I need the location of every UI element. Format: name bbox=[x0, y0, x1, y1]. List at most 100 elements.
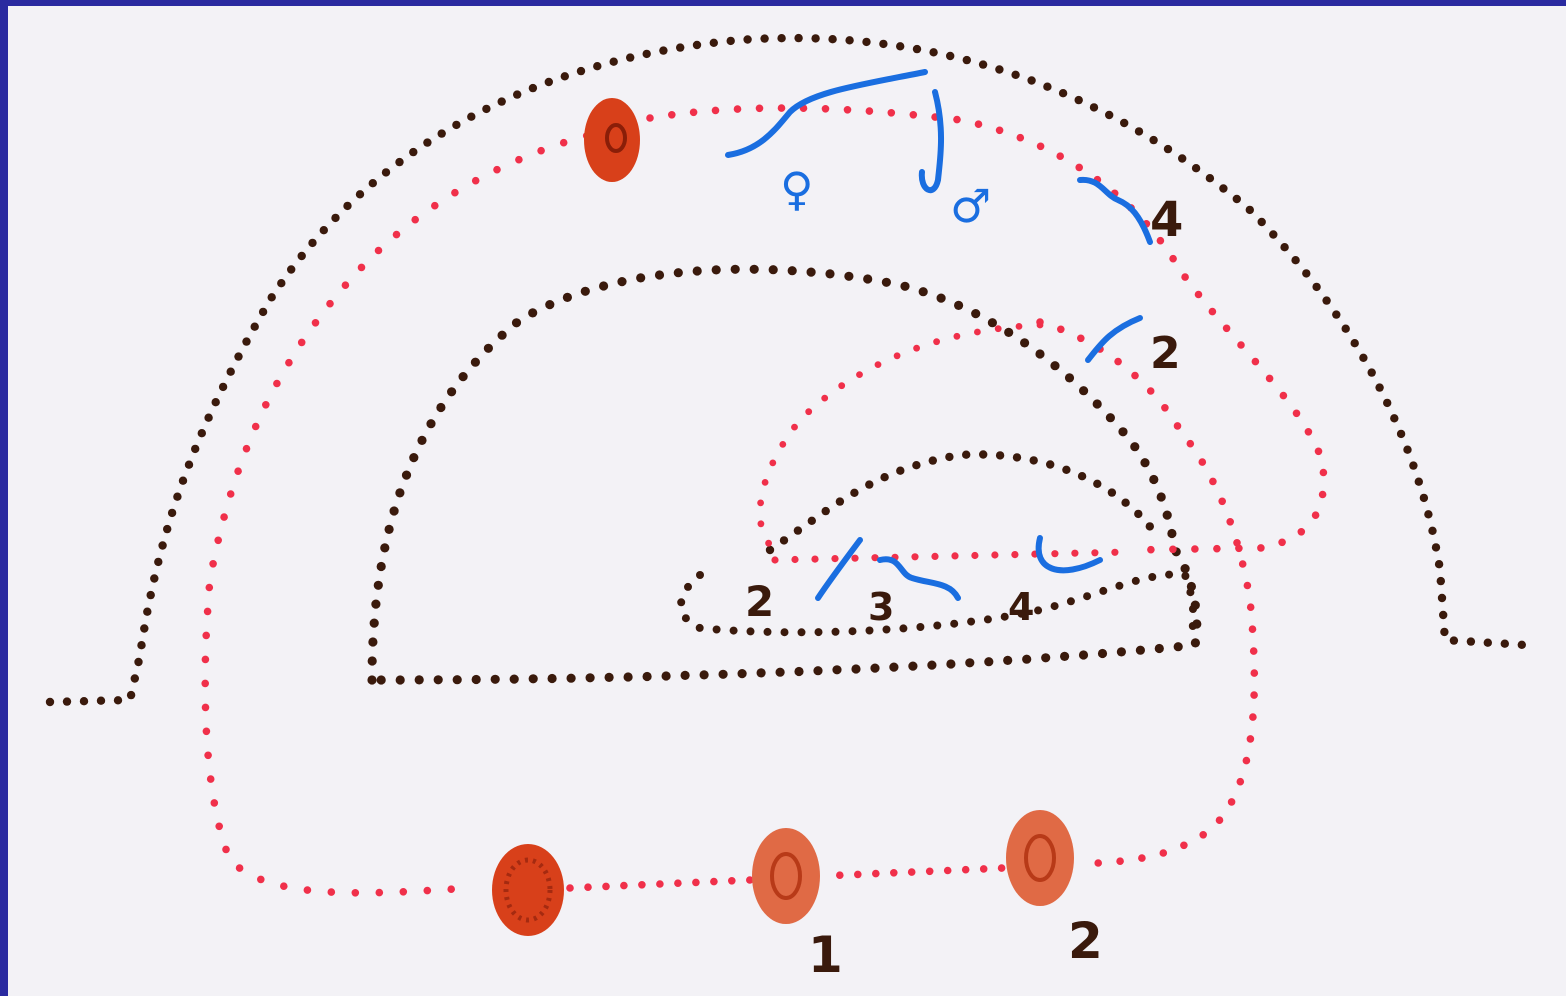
red-inner-right-path-dot bbox=[1247, 603, 1255, 611]
outer-dark-outline-dot bbox=[320, 226, 328, 234]
outer-dark-outline-dot bbox=[369, 179, 377, 187]
red-inner-right-path-dot bbox=[1239, 560, 1247, 568]
outer-dark-outline-dot bbox=[204, 414, 212, 422]
red-inner-line-dot bbox=[811, 556, 818, 563]
outer-dark-outline-dot bbox=[154, 558, 162, 566]
outer-dark-outline-dot bbox=[1424, 510, 1432, 518]
red-middle-arc-dot bbox=[765, 540, 772, 547]
middle-dark-outline-dot bbox=[1117, 647, 1126, 656]
red-inner-line-dot bbox=[911, 553, 918, 560]
inner-dark-loop-dot bbox=[1148, 573, 1156, 581]
middle-dark-outline-dot bbox=[371, 600, 380, 609]
red-outer-right-path bbox=[646, 104, 1327, 553]
middle-dark-outline-dot bbox=[662, 671, 671, 680]
red-inner-line-dot bbox=[1091, 549, 1098, 556]
red-left-path-dot bbox=[227, 490, 235, 498]
outer-dark-outline-dot bbox=[1390, 414, 1398, 422]
outer-dark-outline-dot bbox=[1149, 136, 1157, 144]
inner-dark-arch bbox=[766, 450, 1154, 554]
middle-dark-outline-dot bbox=[624, 672, 633, 681]
outer-dark-outline-dot bbox=[811, 34, 819, 42]
red-inner-line-dot bbox=[931, 553, 938, 560]
middle-dark-outline-dot bbox=[1118, 427, 1127, 436]
red-outer-right-path-dot bbox=[888, 109, 896, 117]
red-inner-right-path-dot bbox=[1228, 798, 1236, 806]
middle-dark-outline-dot bbox=[965, 658, 974, 667]
middle-dark-outline-dot bbox=[1149, 475, 1158, 484]
middle-dark-outline-dot bbox=[436, 403, 445, 412]
outer-dark-outline-dot bbox=[610, 58, 618, 66]
red-node-connectors-dot bbox=[584, 883, 592, 891]
middle-dark-outline-dot bbox=[844, 272, 853, 281]
outer-dark-outline-dot bbox=[242, 337, 250, 345]
red-outer-right-path-dot bbox=[1037, 143, 1045, 151]
outer-dark-outline-dot bbox=[331, 214, 339, 222]
red-left-path-dot bbox=[209, 560, 217, 568]
inner-dark-loop-dot bbox=[933, 622, 941, 630]
outer-dark-outline-dot bbox=[298, 252, 306, 260]
red-node-connectors-dot bbox=[728, 877, 736, 885]
outer-dark-outline-dot bbox=[1258, 218, 1266, 226]
red-left-path-dot bbox=[352, 889, 360, 897]
red-outer-right-path-dot bbox=[1280, 392, 1288, 400]
red-outer-right-path-dot bbox=[778, 104, 786, 112]
outer-dark-outline-dot bbox=[1206, 174, 1214, 182]
inner-dark-arch-dot bbox=[836, 497, 844, 505]
middle-dark-outline-dot bbox=[617, 277, 626, 286]
red-middle-arc-dot bbox=[995, 325, 1002, 332]
outer-dark-outline-dot bbox=[1439, 611, 1447, 619]
red-inner-right-path-dot bbox=[1160, 849, 1168, 857]
middle-dark-outline-dot bbox=[512, 318, 521, 327]
middle-dark-outline-dot bbox=[712, 265, 721, 274]
middle-dark-outline-dot bbox=[1065, 373, 1074, 382]
middle-dark-outline-dot bbox=[453, 675, 462, 684]
inner-number-label-2: 2 bbox=[745, 577, 774, 626]
red-inner-line-dot bbox=[851, 555, 858, 562]
outer-dark-outline-dot bbox=[1484, 639, 1492, 647]
red-middle-arc-dot bbox=[821, 395, 828, 402]
outer-dark-outline-dot bbox=[1280, 243, 1288, 251]
red-inner-right-path-dot bbox=[1247, 735, 1255, 743]
outer-dark-outline-dot bbox=[693, 41, 701, 49]
red-outer-right-path-dot bbox=[1056, 152, 1064, 160]
worm-strokes bbox=[728, 72, 1150, 598]
red-outer-right-path-dot bbox=[1169, 255, 1177, 263]
middle-dark-outline-dot bbox=[769, 265, 778, 274]
outer-dark-outline-dot bbox=[561, 72, 569, 80]
red-inner-right-path-dot bbox=[1250, 691, 1258, 699]
middle-dark-outline-dot bbox=[368, 637, 377, 646]
outer-dark-outline-dot bbox=[1059, 89, 1067, 97]
middle-dark-outline bbox=[367, 265, 1201, 685]
red-node-connectors-dot bbox=[656, 880, 664, 888]
outer-dark-outline-dot bbox=[308, 239, 316, 247]
middle-dark-outline-dot bbox=[693, 266, 702, 275]
outer-dark-outline-dot bbox=[127, 691, 135, 699]
red-outer-right-path-dot bbox=[1213, 545, 1221, 553]
middle-dark-outline-dot bbox=[1022, 655, 1031, 664]
outer-dark-outline-dot bbox=[1375, 383, 1383, 391]
inner-dark-arch-dot bbox=[996, 451, 1004, 459]
middle-dark-outline-dot bbox=[1106, 413, 1115, 422]
outer-dark-outline-dot bbox=[1219, 184, 1227, 192]
inner-dark-loop-dot bbox=[1186, 588, 1194, 596]
middle-dark-outline-dot bbox=[1079, 650, 1088, 659]
red-left-path-dot bbox=[328, 888, 336, 896]
outer-dark-outline-dot bbox=[1322, 296, 1330, 304]
red-middle-arc-dot bbox=[838, 382, 845, 389]
outer-dark-outline-dot bbox=[1291, 256, 1299, 264]
outer-dark-outline-dot bbox=[529, 84, 537, 92]
red-node-connectors-dot bbox=[872, 870, 880, 878]
outer-dark-outline-dot bbox=[498, 97, 506, 105]
middle-dark-outline-dot bbox=[1157, 492, 1166, 501]
mid-number-label: 2 bbox=[1150, 328, 1181, 379]
outer-dark-outline-dot bbox=[80, 697, 88, 705]
red-inner-right-path bbox=[1036, 318, 1258, 867]
middle-dark-outline-dot bbox=[367, 675, 376, 684]
outer-dark-outline-dot bbox=[1043, 83, 1051, 91]
middle-dark-outline-dot bbox=[548, 674, 557, 683]
outer-dark-outline-dot bbox=[643, 50, 651, 58]
red-outer-right-path-dot bbox=[1315, 448, 1323, 456]
inner-dark-arch-dot bbox=[1093, 480, 1101, 488]
outer-dark-outline-dot bbox=[179, 477, 187, 485]
middle-dark-outline-dot bbox=[599, 281, 608, 290]
